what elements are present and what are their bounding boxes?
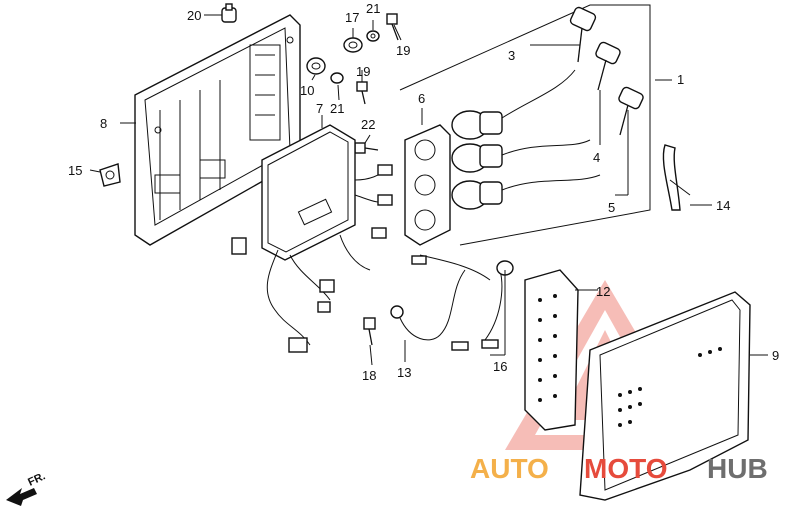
cdi-unit-part-7 bbox=[231, 124, 393, 353]
leader-lines bbox=[89, 14, 768, 366]
harness-part-13 bbox=[390, 269, 469, 351]
callout-13: 13 bbox=[397, 365, 411, 380]
callout-14: 14 bbox=[716, 198, 730, 213]
callout-22: 22 bbox=[361, 117, 375, 132]
terminal-strip-part-12 bbox=[524, 269, 579, 431]
front-direction-indicator: FR. bbox=[6, 470, 47, 506]
bolt-part-22 bbox=[354, 142, 379, 154]
spark-plug-cap-1 bbox=[569, 6, 597, 63]
callout-3: 3 bbox=[508, 48, 515, 63]
ignition-coils-part-1 bbox=[399, 4, 651, 246]
grommet-part-10 bbox=[306, 57, 326, 75]
callout-labels: 20 8 15 17 21 19 10 21 19 7 22 6 3 1 4 5… bbox=[68, 1, 779, 383]
watermark-moto: MOTO bbox=[584, 453, 667, 484]
clip-part-15 bbox=[99, 163, 121, 187]
callout-19-mid: 19 bbox=[356, 64, 370, 79]
callout-7: 7 bbox=[316, 101, 323, 116]
bolt-part-19-mid bbox=[356, 81, 368, 105]
callout-6: 6 bbox=[418, 91, 425, 106]
spark-plug-cap-2 bbox=[595, 41, 621, 91]
clip-part-14 bbox=[662, 144, 691, 211]
callout-9: 9 bbox=[772, 348, 779, 363]
coil-3 bbox=[451, 174, 601, 210]
arrow-icon bbox=[6, 488, 37, 506]
coil-1 bbox=[451, 69, 576, 140]
washer-part-21-top bbox=[366, 30, 380, 42]
watermark-hub: HUB bbox=[707, 453, 768, 484]
callout-16: 16 bbox=[493, 359, 507, 374]
callout-4: 4 bbox=[593, 150, 600, 165]
callout-21-top: 21 bbox=[366, 1, 380, 16]
callout-1: 1 bbox=[677, 72, 684, 87]
watermark-auto: AUTO bbox=[470, 453, 549, 484]
spark-plug-cap-3 bbox=[618, 86, 644, 136]
callout-15: 15 bbox=[68, 163, 82, 178]
direction-label: FR. bbox=[26, 470, 47, 488]
callout-17: 17 bbox=[345, 10, 359, 25]
grommet-part-17 bbox=[343, 37, 363, 53]
bolt-part-19-top bbox=[386, 13, 399, 41]
callout-21-mid: 21 bbox=[330, 101, 344, 116]
bracket-part-6 bbox=[404, 124, 451, 246]
watermark-text: AUTO MOTO HUB bbox=[470, 453, 768, 484]
callout-10: 10 bbox=[300, 83, 314, 98]
coil-2 bbox=[451, 139, 591, 173]
callout-8: 8 bbox=[100, 116, 107, 131]
leads-part-16 bbox=[411, 254, 514, 349]
washer-part-21-mid bbox=[330, 72, 344, 84]
bolt-part-20 bbox=[221, 3, 237, 23]
cover-part-9 bbox=[579, 291, 751, 501]
callout-20: 20 bbox=[187, 8, 201, 23]
callout-12: 12 bbox=[596, 284, 610, 299]
bolt-part-18 bbox=[363, 317, 376, 346]
callout-19-top: 19 bbox=[396, 43, 410, 58]
callout-5: 5 bbox=[608, 200, 615, 215]
callout-18: 18 bbox=[362, 368, 376, 383]
